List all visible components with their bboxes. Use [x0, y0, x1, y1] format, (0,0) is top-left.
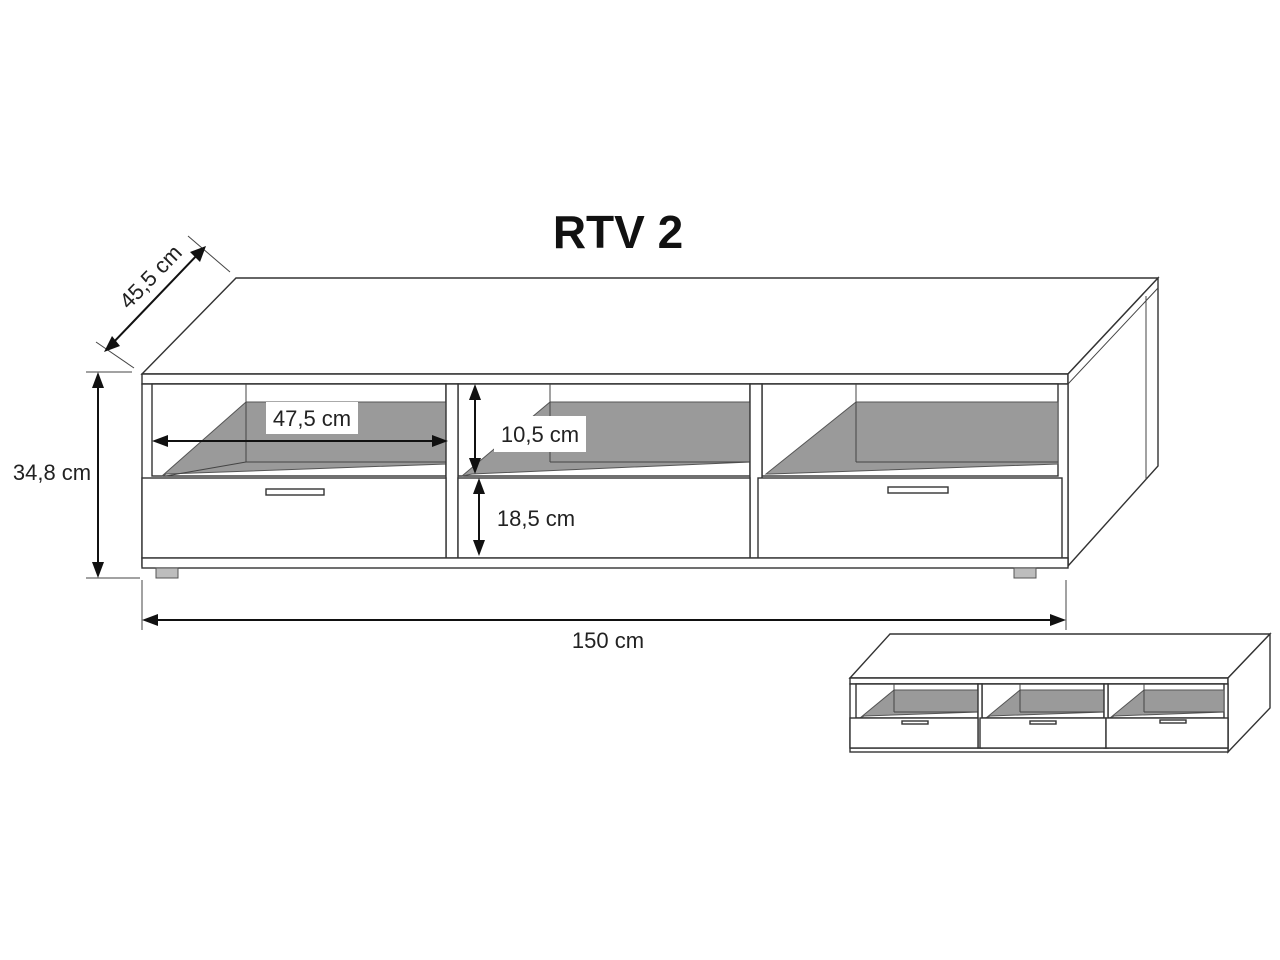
top-front-edge [141, 373, 1069, 385]
shelf-height-label: 10,5 cm [501, 422, 579, 447]
drawer-right-handle [887, 486, 949, 494]
width-label: 150 cm [572, 628, 644, 653]
compartment-width-label: 47,5 cm [273, 406, 351, 431]
compartment-middle [457, 383, 751, 477]
leg-right [1013, 567, 1037, 579]
shelf-right [764, 401, 1059, 475]
divider-1 [445, 383, 459, 559]
leg-left [155, 567, 179, 579]
drawer-height-label: 18,5 cm [497, 506, 575, 531]
variant-thumbnail [848, 632, 1272, 754]
compartment-right [761, 383, 1059, 477]
drawer-left-handle [265, 488, 325, 496]
dimension-lines: 45,5 cm 34,8 cm 150 cm 47,5 cm 10,5 cm 1… [13, 235, 1067, 653]
height-label: 34,8 cm [13, 460, 91, 485]
top-panel [140, 277, 1160, 375]
open-bay-middle [457, 477, 751, 559]
base-strip [141, 557, 1069, 569]
depth-arrow [109, 251, 201, 347]
product-title: RTV 2 [553, 206, 683, 258]
